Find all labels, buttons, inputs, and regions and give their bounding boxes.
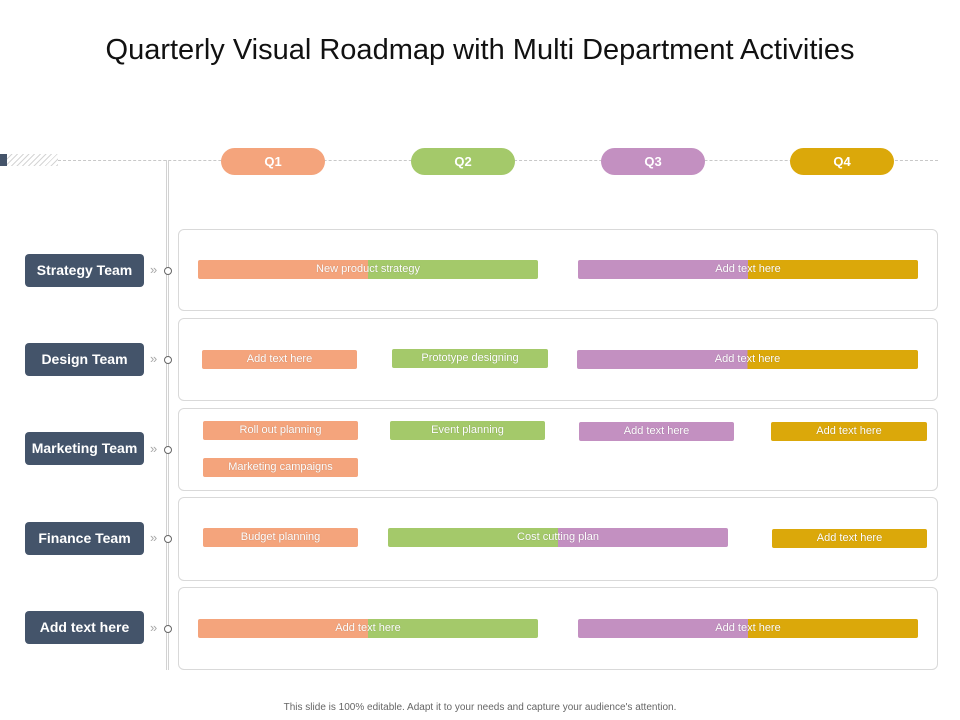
quarter-pill-q1: Q1: [221, 148, 325, 175]
activity-bar-design-1: Add text here: [202, 350, 357, 369]
activity-bar-marketing-1: Roll out planning: [203, 421, 358, 440]
chevron-double-right-icon: »: [150, 620, 158, 635]
page-title: Quarterly Visual Roadmap with Multi Depa…: [105, 34, 855, 66]
timeline-vertical-line: [166, 160, 169, 670]
team-label-design: Design Team: [25, 343, 144, 376]
activity-bar-marketing-3: Add text here: [579, 422, 734, 441]
activity-bar-strategy-1: New product strategy: [198, 260, 538, 279]
activity-bar-finance-1: Budget planning: [203, 528, 358, 547]
activity-bar-marketing-2: Event planning: [390, 421, 545, 440]
chevron-double-right-icon: »: [150, 351, 158, 366]
timeline-dot: [164, 535, 172, 543]
activity-bar-strategy-2: Add text here: [578, 260, 918, 279]
team-label-strategy: Strategy Team: [25, 254, 144, 287]
chevron-double-right-icon: »: [150, 530, 158, 545]
timeline-start-marker: [0, 154, 7, 166]
activity-bar-marketing-4: Add text here: [771, 422, 927, 441]
chevron-double-right-icon: »: [150, 262, 158, 277]
quarter-pill-q2: Q2: [411, 148, 515, 175]
quarter-pill-q4: Q4: [790, 148, 894, 175]
timeline-hatch-decoration: [0, 154, 58, 166]
activity-bar-marketing-5: Marketing campaigns: [203, 458, 358, 477]
activity-bar-other-1: Add text here: [198, 619, 538, 638]
team-label-marketing: Marketing Team: [25, 432, 144, 465]
quarter-pill-q3: Q3: [601, 148, 705, 175]
activity-bar-other-2: Add text here: [578, 619, 918, 638]
chevron-double-right-icon: »: [150, 441, 158, 456]
footer-note: This slide is 100% editable. Adapt it to…: [283, 702, 677, 713]
timeline-dot: [164, 446, 172, 454]
activity-bar-design-3: Add text here: [577, 350, 918, 369]
activity-bar-design-2: Prototype designing: [392, 349, 548, 368]
activity-bar-finance-3: Add text here: [772, 529, 927, 548]
timeline-dot: [164, 625, 172, 633]
timeline-dot: [164, 267, 172, 275]
team-label-other: Add text here: [25, 611, 144, 644]
team-label-finance: Finance Team: [25, 522, 144, 555]
activity-bar-finance-2: Cost cutting plan: [388, 528, 728, 547]
timeline-dot: [164, 356, 172, 364]
